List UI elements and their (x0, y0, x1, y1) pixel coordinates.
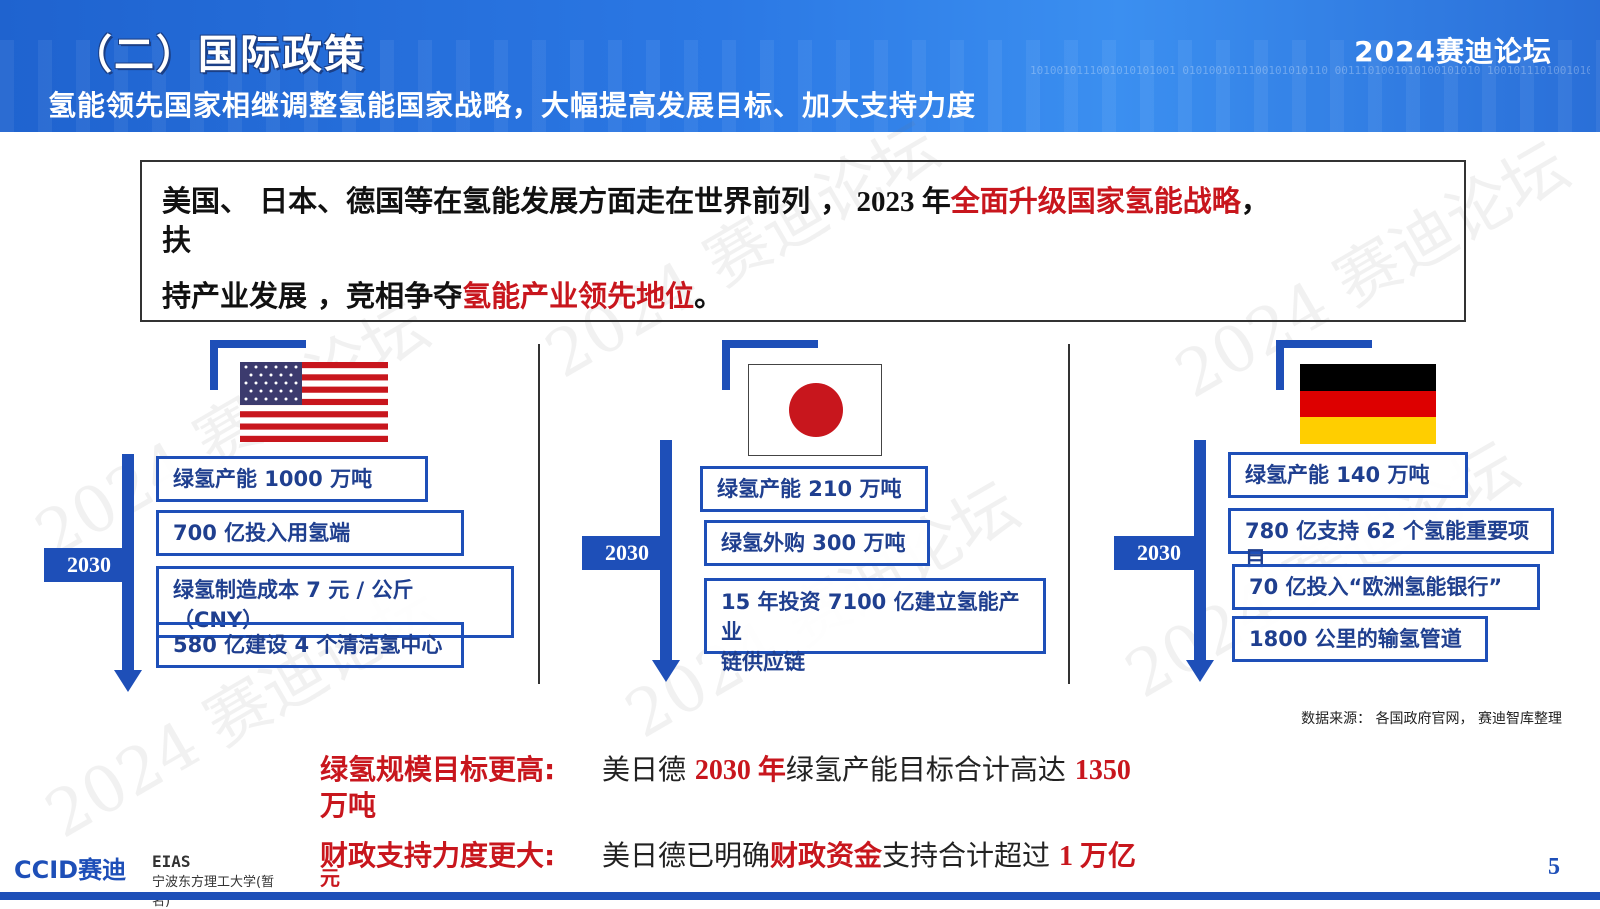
target-item: 1800 公里的输氢管道 (1232, 616, 1488, 662)
conclusion-highlight: 1 万亿 (1058, 841, 1136, 872)
section-title: （二）国际政策 (72, 32, 366, 78)
germany-flag-gold-stripe (1300, 417, 1436, 444)
conclusion-text: 美日德 (602, 753, 695, 786)
data-source-note: 数据来源： 各国政府官网， 赛迪智库整理 (1301, 711, 1562, 727)
conclusion-text: 绿氢产能目标合计高达 (785, 753, 1075, 786)
conclusion-highlight: 财政资金 (770, 839, 883, 872)
conclusion-label: 绿氢规模目标更高: (320, 753, 556, 786)
conclusion-text: 支持合计超过 (882, 839, 1059, 872)
summary-text: 。 (694, 279, 724, 313)
summary-line-1: 美国、 日本、德国等在氢能发展方面走在世界前列 ， 2023 年全面升级国家氢能… (162, 182, 1444, 259)
arrow-head-icon (652, 660, 680, 682)
header-binary-decoration: 1010010111001010101001 01010010111001010… (1030, 64, 1590, 77)
arrow-head-icon (1186, 660, 1214, 682)
eias-logo-mark: EIAS (152, 852, 191, 871)
forum-brand: 2024赛迪论坛 (1354, 35, 1552, 68)
slide-subtitle: 氢能领先国家相继调整氢能国家战略，大幅提高发展目标、加大支持力度 (48, 89, 977, 122)
conclusion-highlight: 元 (320, 866, 340, 890)
target-item: 580 亿建设 4 个清洁氢中心 (156, 622, 464, 668)
conclusion-highlight: 2030 年 (694, 755, 786, 786)
column-divider (1068, 344, 1070, 684)
target-item: 绿氢产能 1000 万吨 (156, 456, 428, 502)
year-label: 2030 (1114, 536, 1204, 570)
target-item: 绿氢产能 140 万吨 (1228, 452, 1468, 498)
conclusion-highlight: 万吨 (320, 789, 377, 822)
conclusion-body: 美日德已明确财政资金支持合计超过 1 万亿 (602, 838, 1136, 875)
target-item: 780 亿支持 62 个氢能重要项目 (1228, 508, 1554, 571)
summary-year: 2023 年 (849, 186, 951, 218)
conclusion-text: 美日德已明确 (602, 839, 771, 872)
germany-flag (1300, 364, 1436, 444)
summary-highlight: 全面升级国家氢能战略 (950, 184, 1241, 218)
header-skyline-decoration (0, 40, 1600, 132)
japan-flag-sun (789, 383, 843, 437)
column-divider (538, 344, 540, 684)
flag-bracket (722, 340, 818, 390)
germany-flag-black-stripe (1300, 364, 1436, 391)
summary-text: 扶 (162, 223, 192, 257)
target-item: 绿氢外购 300 万吨 (704, 520, 930, 566)
header-banner: 1010010111001010101001 01010010111001010… (0, 0, 1600, 132)
germany-flag-red-stripe (1300, 390, 1436, 418)
target-item: 绿氢制造成本 7 元 / 公斤 （CNY） (156, 566, 514, 638)
ccid-logo: CCID赛迪 (14, 856, 127, 884)
flag-bracket (210, 340, 306, 390)
target-item: 700 亿投入用氢端 (156, 510, 464, 556)
target-item: 绿氢产能 210 万吨 (700, 466, 928, 512)
us-flag (240, 362, 388, 442)
year-label: 2030 (582, 536, 672, 570)
eias-logo: EIAS 宁波东方理工大学(暂名) (152, 852, 282, 909)
summary-text: 美国、 日本、德国等在氢能发展方面走在世界前列 ， (162, 184, 850, 218)
page-number: 5 (1548, 854, 1560, 880)
japan-flag (748, 364, 882, 456)
conclusion-label: 财政支持力度更大: (320, 839, 556, 872)
summary-text: 持产业发展 ，竞相争夺 (162, 279, 463, 313)
summary-text: ， (1240, 184, 1270, 218)
conclusion-highlight: 1350 (1074, 755, 1131, 786)
bottom-accent-bar (0, 892, 1600, 900)
flag-bracket (1276, 340, 1372, 390)
summary-line-2: 持产业发展 ，竞相争夺氢能产业领先地位。 (162, 277, 1444, 315)
summary-box: 美国、 日本、德国等在氢能发展方面走在世界前列 ， 2023 年全面升级国家氢能… (140, 160, 1466, 322)
target-item: 15 年投资 7100 亿建立氢能产业 链供应链 (704, 578, 1046, 674)
arrow-head-icon (114, 670, 142, 692)
year-label: 2030 (44, 548, 134, 582)
summary-highlight: 氢能产业领先地位 (462, 279, 695, 313)
target-item: 70 亿投入“欧洲氢能银行” (1232, 564, 1540, 610)
eias-logo-text: 宁波东方理工大学(暂名) (152, 875, 275, 909)
conclusion-body: 美日德 2030 年绿氢产能目标合计高达 1350 (602, 752, 1131, 789)
